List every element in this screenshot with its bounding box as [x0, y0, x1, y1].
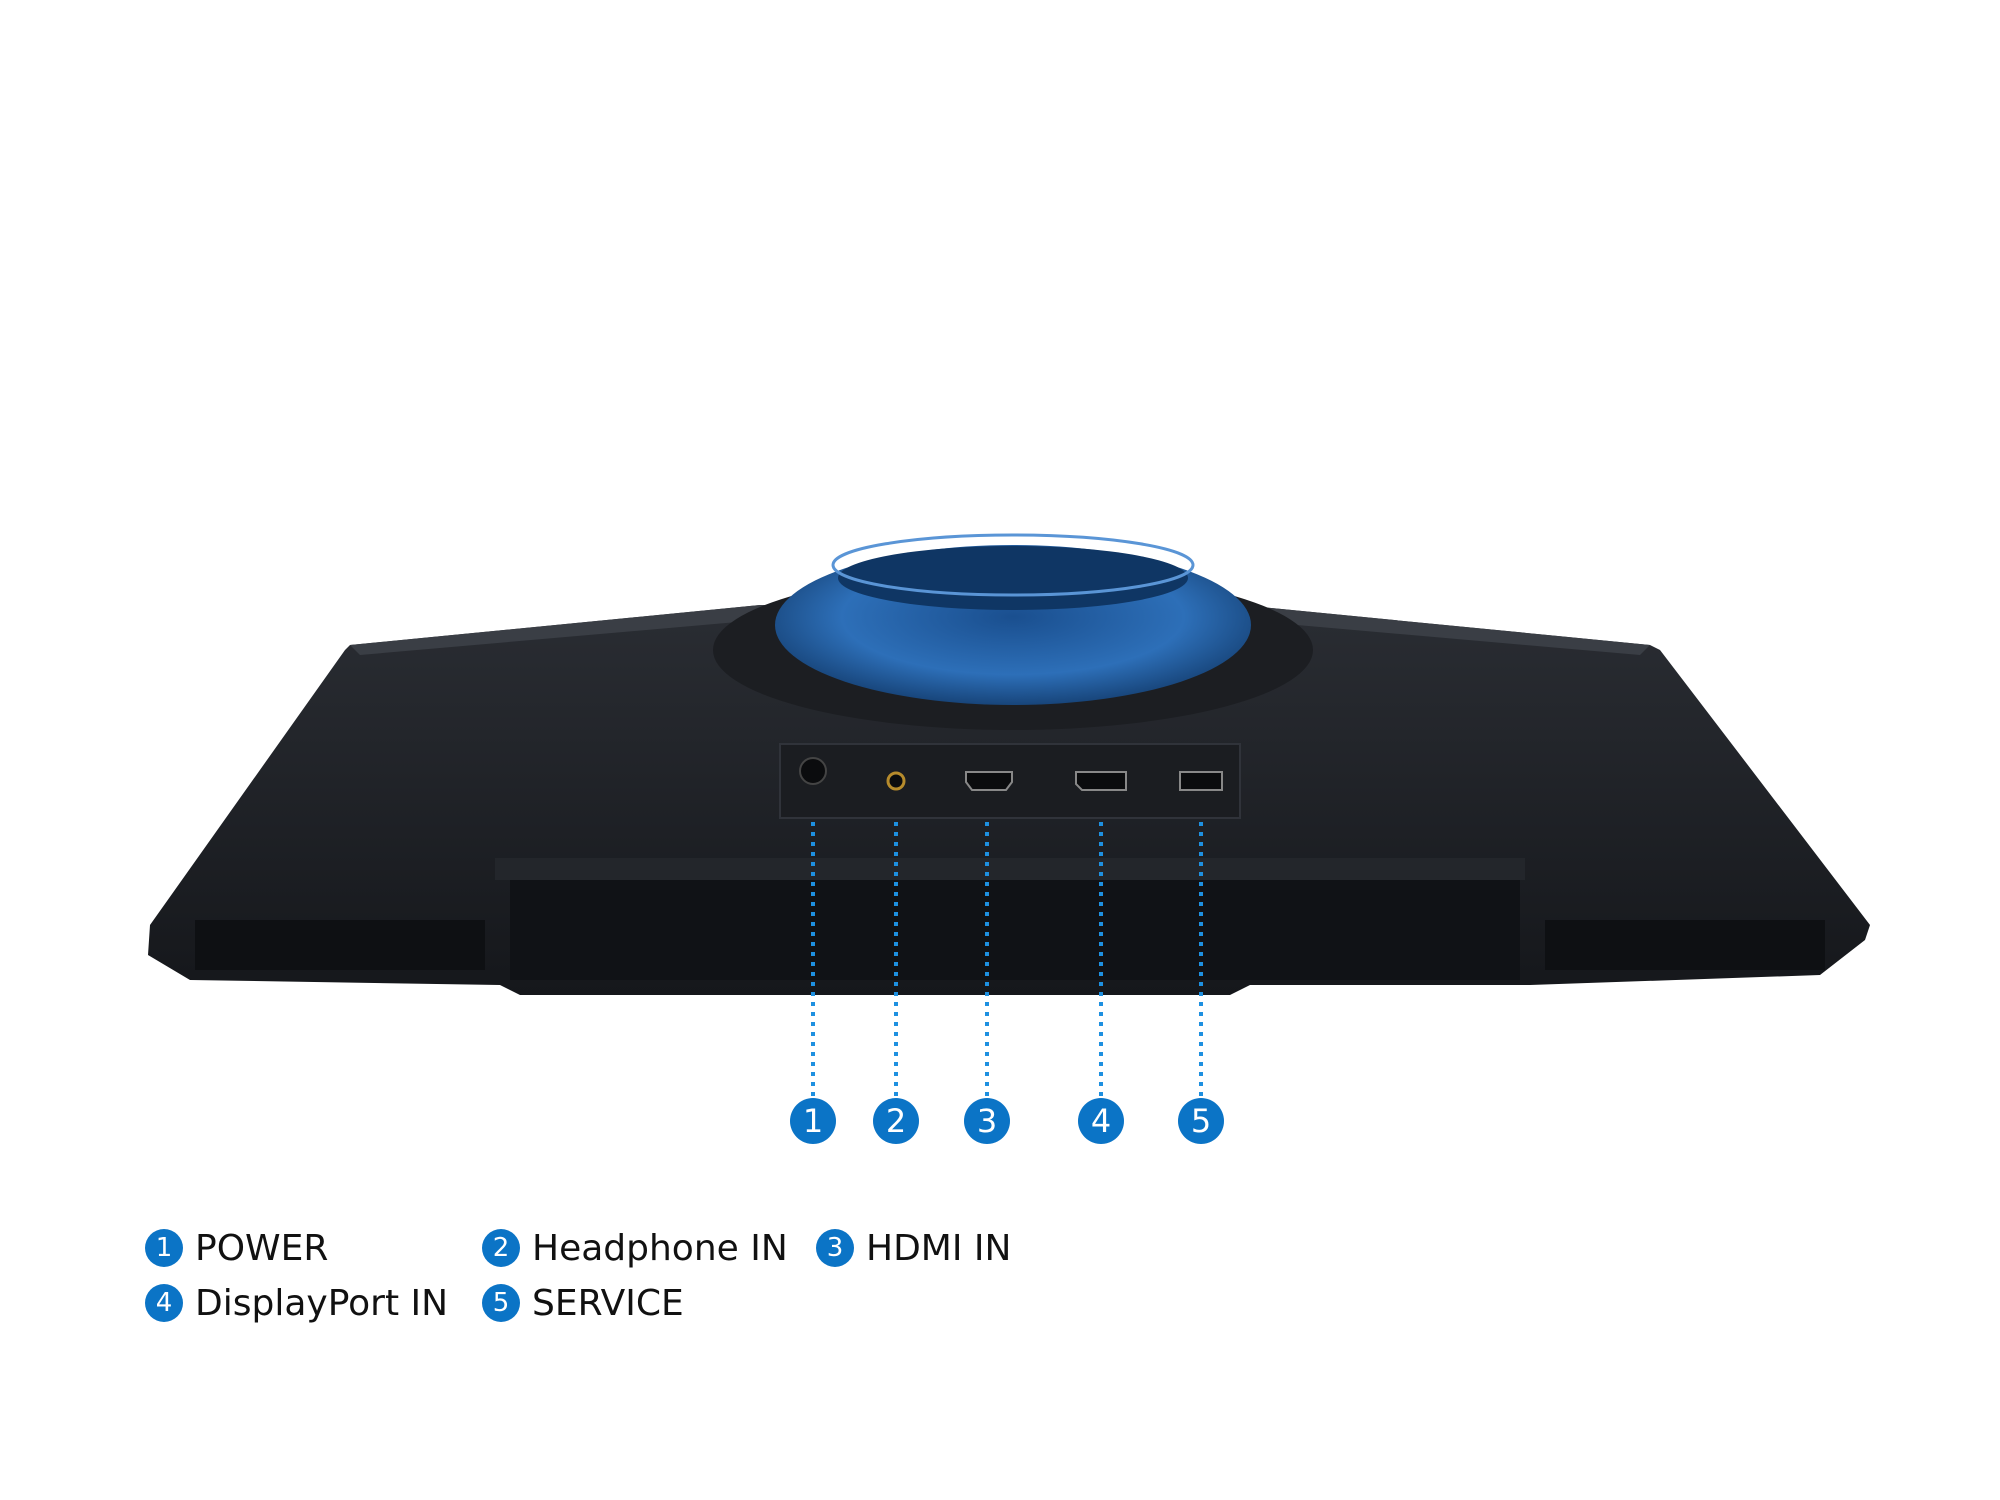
legend-badge: 1 — [145, 1229, 183, 1267]
legend-badge: 5 — [482, 1284, 520, 1322]
power-jack-icon — [799, 757, 827, 785]
displayport-icon — [1075, 771, 1127, 791]
callout-3: 3 — [964, 1098, 1010, 1144]
monitor-top-edge — [350, 605, 1650, 655]
callout-5: 5 — [1178, 1098, 1224, 1144]
legend-item-hdmi: 3 HDMI IN — [816, 1225, 1011, 1271]
legend-item-displayport: 4 DisplayPort IN — [145, 1280, 448, 1326]
lower-ledge — [495, 858, 1525, 880]
stand-ring-inner — [838, 546, 1188, 610]
legend-label: Headphone IN — [532, 1227, 788, 1269]
legend-badge: 4 — [145, 1284, 183, 1322]
legend-badge: 2 — [482, 1229, 520, 1267]
vent-center — [510, 880, 1520, 980]
hdmi-port-icon — [965, 771, 1013, 791]
callout-1: 1 — [790, 1098, 836, 1144]
legend-item-power: 1 POWER — [145, 1225, 328, 1271]
legend-label: DisplayPort IN — [195, 1282, 449, 1324]
callout-4: 4 — [1078, 1098, 1124, 1144]
callout-2: 2 — [873, 1098, 919, 1144]
vent-left — [195, 920, 485, 970]
legend-label: HDMI IN — [866, 1227, 1012, 1269]
legend-label: POWER — [195, 1227, 329, 1269]
legend-label: SERVICE — [532, 1282, 684, 1324]
legend-item-service: 5 SERVICE — [482, 1280, 684, 1326]
stand-ring-top — [831, 533, 1195, 597]
legend-badge: 3 — [816, 1229, 854, 1267]
usb-port-icon — [1179, 771, 1223, 791]
legend-item-headphone: 2 Headphone IN — [482, 1225, 788, 1271]
vent-right — [1545, 920, 1825, 970]
headphone-jack-icon — [886, 771, 906, 791]
